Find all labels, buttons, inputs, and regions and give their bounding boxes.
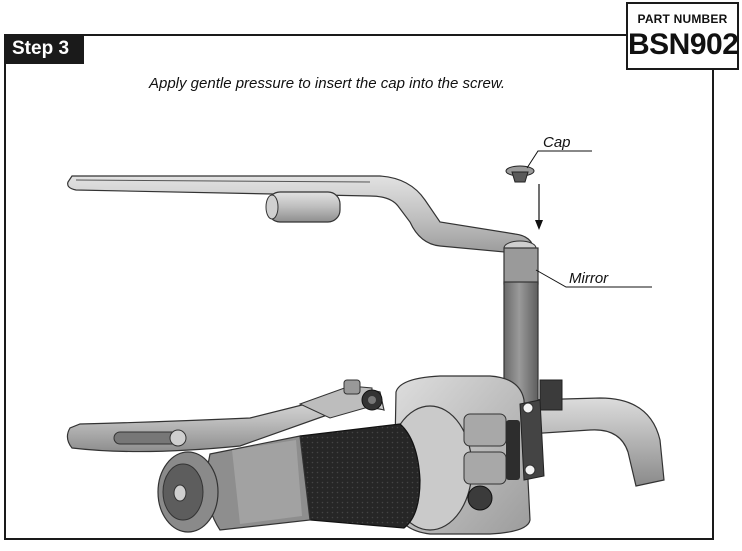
mirror-callout: Mirror	[569, 270, 609, 287]
mirror-knuckle	[267, 191, 341, 223]
part-number-value: BSN902	[628, 28, 739, 61]
mirror-leader-line	[535, 269, 652, 288]
part-number-box: PART NUMBER BSN902	[626, 2, 739, 70]
cap-leader-line	[526, 150, 592, 169]
handlebar	[527, 397, 665, 487]
instruction-frame	[4, 34, 714, 540]
instruction-text: Apply gentle pressure to insert the cap …	[148, 75, 506, 92]
mirror	[67, 175, 563, 411]
step-label: Step 3	[4, 34, 84, 64]
cap-part	[505, 165, 535, 183]
insertion-arrow	[535, 184, 543, 230]
grip	[157, 423, 421, 533]
part-number-label: PART NUMBER	[637, 12, 728, 26]
brake-lever	[66, 379, 385, 453]
cap-callout: Cap	[543, 134, 571, 151]
